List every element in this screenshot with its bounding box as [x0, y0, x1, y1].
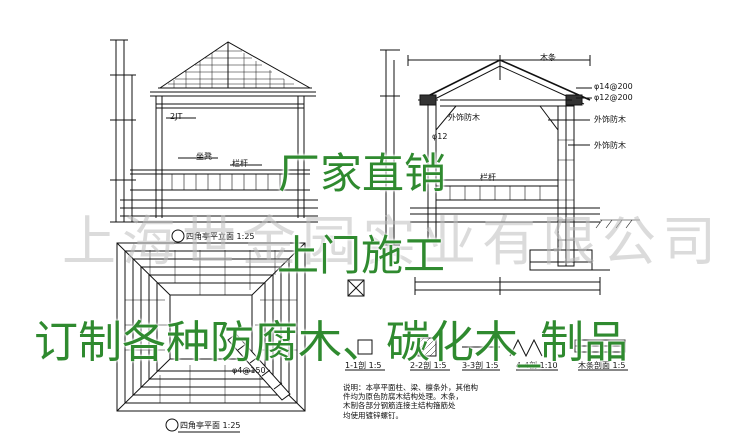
wood-strip-label: 木条 [540, 53, 556, 62]
seat-label: 坐凳 [196, 152, 212, 161]
drawing-notes: 说明：本亭平面柱、梁、檩条外，其他构 件均为原色防腐木结构处理。木条， 木制各部… [343, 383, 503, 420]
dimension-2: φ12@200 [594, 93, 633, 102]
plan-title: 四角亭平面 1:25 [180, 421, 241, 430]
dimension-1: φ14@200 [594, 82, 633, 91]
notes-line-1: 说明：本亭平面柱、梁、檩条外，其他构 [343, 383, 478, 392]
promo-direct-sale: 厂家直销 [278, 149, 447, 198]
elevation-title: 四角亭平立面 1:25 [186, 232, 255, 241]
notes-line-2: 件均为原色防腐木结构处理。木条， [343, 392, 463, 402]
company-watermark: 上海世金园实业有限公司 [62, 210, 722, 273]
promo-custom-products: 订制各种防腐木、碳化木_制品 [34, 317, 628, 368]
section-label-4: 4-4剖 1:10 [516, 361, 558, 370]
section-details [345, 279, 628, 371]
promo-onsite-install: 上门施工 [277, 231, 446, 280]
outer-wood-label-2: 外饰防木 [594, 115, 626, 124]
notes-line-3: 木制各部分钢筋连接主结构箍筋处 [343, 401, 456, 411]
outer-wood-label-1: 外饰防木 [448, 113, 480, 122]
section-label-1: 1-1剖 1:5 [345, 361, 382, 370]
section-label-5: 木条剖面 1:5 [578, 361, 626, 370]
pavilion-elevation [110, 39, 318, 243]
outer-wood-label-3: 外饰防木 [594, 141, 626, 150]
column-label: 2JT [170, 112, 183, 121]
dimension-3: φ12 [432, 132, 448, 141]
railing-label-left: 栏杆 [232, 159, 248, 168]
section-label-3: 3-3剖 1:5 [462, 361, 499, 370]
pavilion-plan [116, 242, 306, 433]
pavilion-section [380, 49, 640, 295]
railing-label-right: 栏杆 [480, 173, 496, 182]
plan-dimension: φ4@150 [232, 366, 266, 375]
notes-line-4: 均使用镀锌螺钉。 [343, 410, 403, 420]
section-label-2: 2-2剖 1:5 [410, 361, 447, 370]
